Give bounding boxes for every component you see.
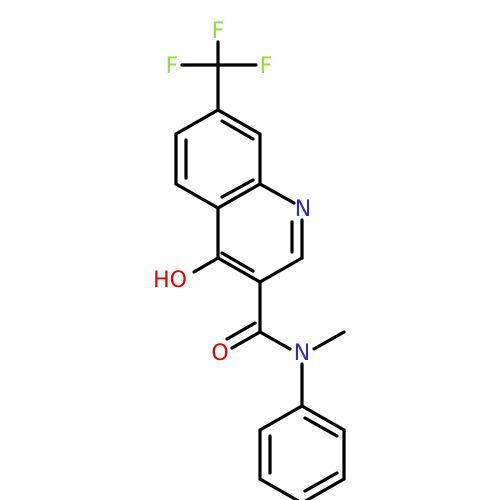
bond-ph-c6-c1 — [258, 404, 304, 432]
bond-c8a-n1 — [258, 182, 296, 205]
atom-carbonyl-oxygen: O — [211, 341, 228, 366]
bond-carbonyl-o-second — [225, 321, 257, 341]
bond-c7-c8 — [216, 108, 262, 136]
bond-c7-c8-inner — [220, 119, 255, 141]
bond-c6-c7 — [174, 108, 220, 136]
bond-carbonyl-n — [258, 330, 292, 351]
atom-amide-nitrogen: N — [294, 341, 310, 366]
bond-c4-oh — [192, 256, 220, 274]
bond-ph-c1-c2 — [300, 404, 346, 432]
bond-ph-c4-c5 — [258, 477, 300, 500]
bond-ph-c1-c2-inner — [303, 416, 339, 438]
bond-c8a-c4a — [216, 182, 262, 210]
bond-c8a-c4a-inner — [220, 178, 255, 199]
atom-f-right: F — [260, 54, 273, 79]
atom-f-left: F — [166, 54, 179, 79]
atom-label-layer: F F F N HO O N — [153, 19, 311, 366]
atom-ring-nitrogen: N — [295, 197, 311, 222]
atom-f-top: F — [212, 19, 225, 44]
bond-c3-c4 — [216, 256, 262, 284]
bond-c2-c3 — [258, 256, 304, 284]
bond-layer — [174, 40, 346, 500]
bond-carbonyl-o — [230, 330, 262, 350]
bond-n-methyl — [312, 330, 346, 351]
bond-c4a-c5 — [174, 182, 220, 210]
bond-c3-c4-inner — [220, 251, 255, 273]
bond-ph-c3-c4-inner — [303, 471, 339, 493]
atom-hydroxyl: HO — [153, 268, 187, 293]
bond-ph-c3-c4 — [304, 477, 346, 500]
